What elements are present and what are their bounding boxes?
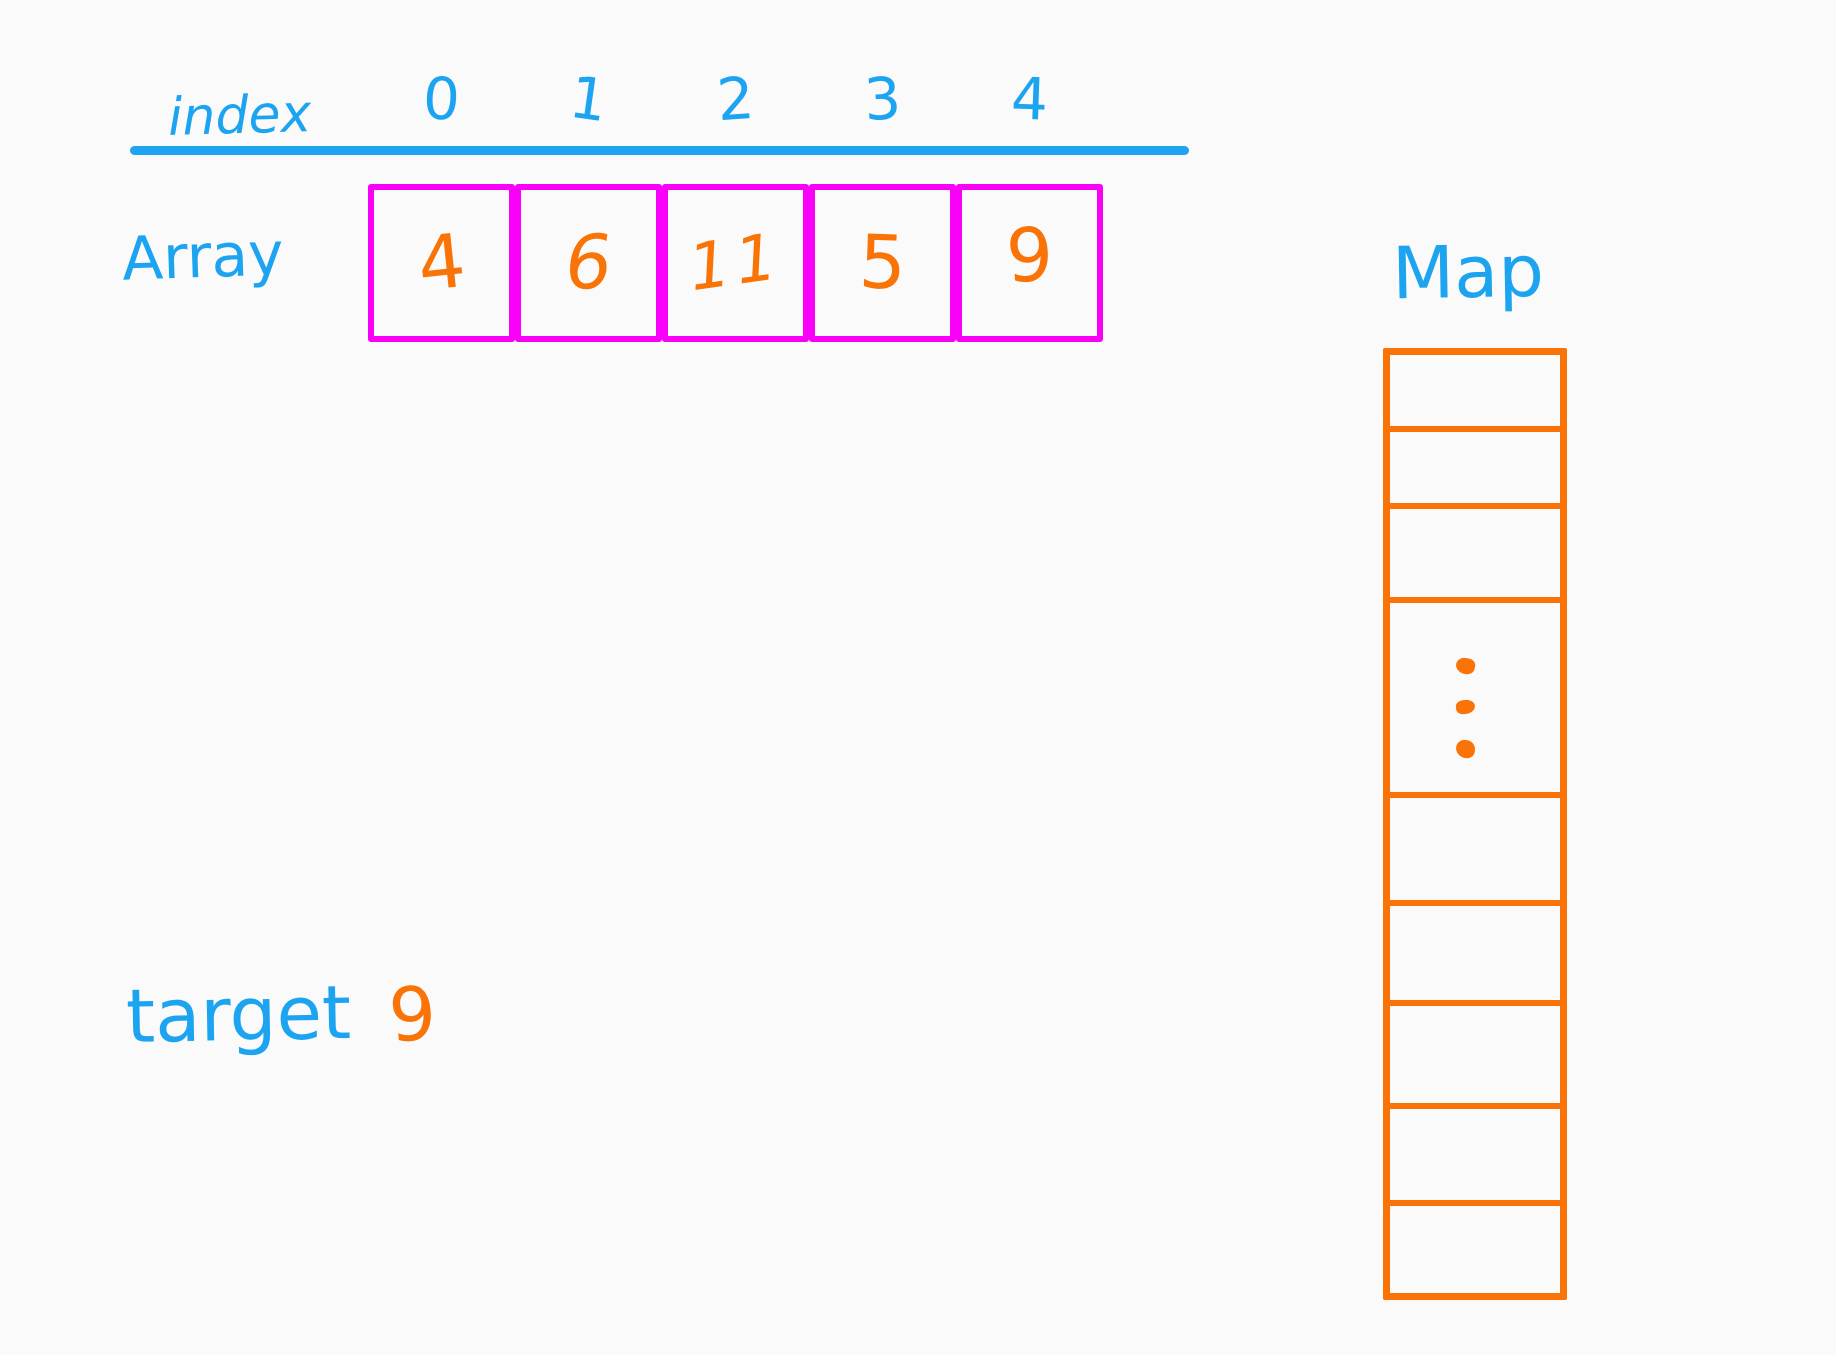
array-label: Array [120, 219, 285, 295]
map-cell [1390, 426, 1560, 503]
vertical-ellipsis-icon [1454, 655, 1476, 759]
map-cell [1390, 900, 1560, 1000]
array-cell-3: 5 [809, 184, 956, 342]
map-label: Map [1391, 228, 1545, 316]
index-value-2: 2 [714, 63, 757, 135]
index-value-1: 1 [565, 62, 612, 136]
array-value-1: 6 [562, 218, 615, 308]
map-cell-ellipsis [1390, 597, 1560, 792]
ellipsis-dot [1454, 738, 1476, 759]
map-cell [1390, 1200, 1560, 1293]
array-row: 4 6 11 5 9 [368, 184, 1103, 342]
map-column [1383, 348, 1567, 1300]
index-label: index [167, 84, 312, 148]
array-cell-1: 6 [515, 184, 662, 342]
array-cell-0: 4 [368, 184, 515, 342]
map-cell [1390, 1103, 1560, 1200]
target-value: 9 [386, 970, 440, 1060]
target-line: target 9 [125, 970, 440, 1060]
map-cell [1390, 503, 1560, 597]
target-label: target [125, 970, 352, 1060]
array-value-4: 9 [1004, 212, 1055, 300]
index-value-0: 0 [421, 64, 462, 134]
index-value-4: 4 [1009, 64, 1050, 134]
array-cell-2: 11 [662, 184, 809, 342]
map-cell [1390, 1000, 1560, 1103]
array-cell-4: 9 [956, 184, 1103, 342]
array-value-0: 4 [413, 217, 470, 309]
index-value-3: 3 [862, 64, 903, 134]
array-value-2: 11 [684, 219, 787, 307]
map-cell [1390, 355, 1560, 426]
ellipsis-dot [1454, 655, 1476, 676]
map-cell [1390, 792, 1560, 900]
index-values-row: 0 1 2 3 4 [368, 58, 1103, 140]
array-value-3: 5 [857, 219, 908, 307]
ellipsis-dot [1454, 698, 1476, 715]
index-underline [130, 146, 1189, 155]
